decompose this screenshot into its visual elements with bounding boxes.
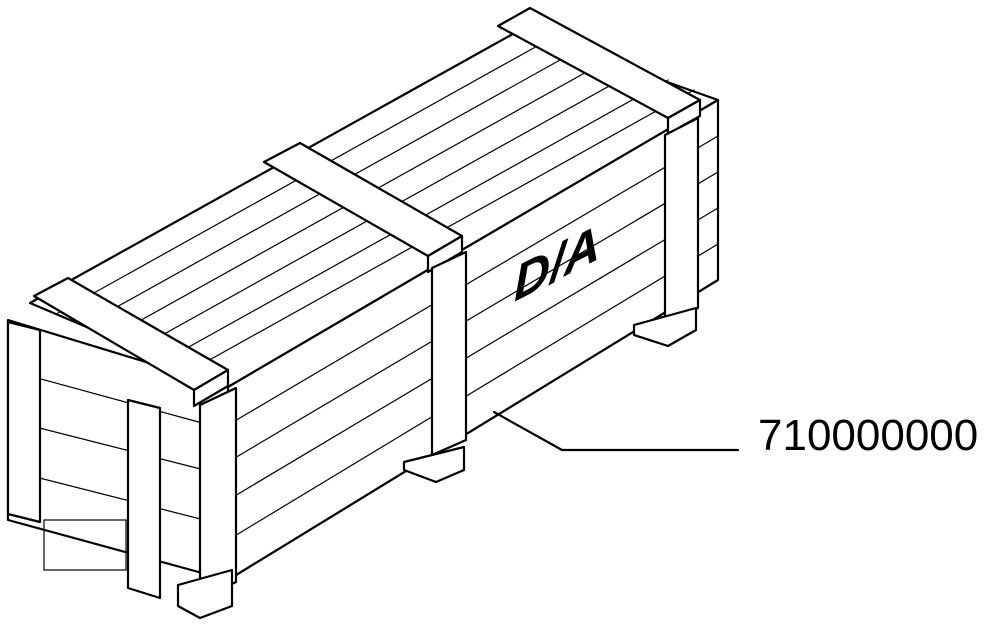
side-cleat-front bbox=[126, 386, 238, 602]
side-plank-lines bbox=[227, 135, 719, 541]
top-strap-middle bbox=[262, 141, 464, 274]
end-cleats bbox=[6, 320, 127, 571]
top-strap-back bbox=[496, 6, 702, 136]
side-cleat-back bbox=[663, 116, 700, 325]
part-number-label: 710000000 bbox=[758, 411, 978, 460]
foot-front bbox=[176, 568, 234, 620]
callout-leader-line bbox=[492, 410, 740, 452]
end-plank-lines bbox=[7, 369, 229, 527]
side-cleat-middle bbox=[430, 250, 468, 457]
top-strap-front bbox=[32, 276, 230, 408]
foot-middle bbox=[402, 445, 466, 484]
foot-back bbox=[632, 306, 698, 348]
crate-feet bbox=[176, 306, 698, 620]
